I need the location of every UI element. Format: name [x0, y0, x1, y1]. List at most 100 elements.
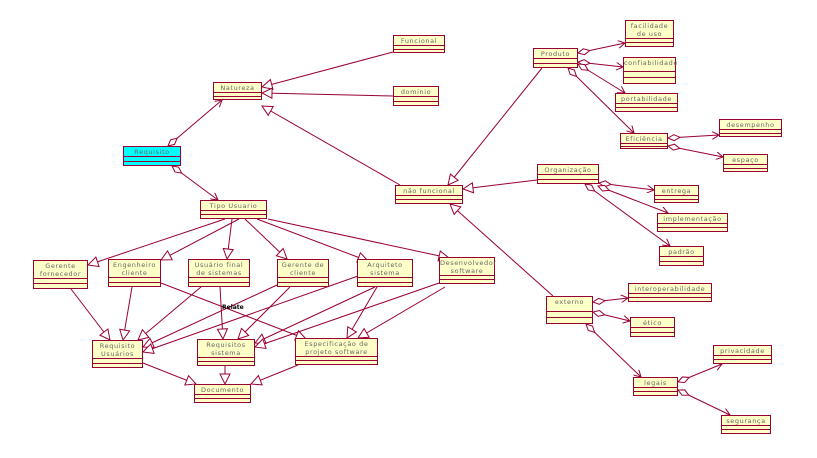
aggregation-edge[interactable] [678, 390, 730, 415]
generalization-edge[interactable] [160, 282, 306, 339]
aggregation-edge[interactable] [668, 146, 723, 157]
class-name: Eficiência [625, 135, 663, 143]
operations-compartment [394, 48, 444, 53]
aggregation-edge[interactable] [599, 183, 654, 190]
class-name: Requisitos sistema [206, 341, 246, 357]
generalization-edge[interactable] [161, 218, 240, 260]
class-requisito[interactable]: Requisito [123, 146, 181, 166]
attributes-compartment [358, 277, 412, 282]
operations-compartment [201, 214, 266, 218]
aggregation-edge[interactable] [585, 184, 670, 246]
class-produto[interactable]: Produto [533, 48, 578, 68]
operations-compartment [189, 281, 249, 287]
attributes-compartment [714, 355, 771, 359]
class-name: Gerente de cliente [281, 261, 325, 277]
aggregation-edge[interactable] [168, 100, 222, 146]
class-etico[interactable]: ético [630, 317, 675, 337]
class-dominio[interactable]: dominio [393, 86, 439, 106]
generalization-edge[interactable] [88, 218, 226, 265]
generalization-edge[interactable] [220, 286, 223, 339]
aggregation-edge[interactable] [578, 64, 625, 93]
generalization-edge[interactable] [142, 362, 196, 384]
generalization-edge[interactable] [347, 286, 378, 338]
class-tipo-usuario[interactable]: Tipo Usuario [200, 200, 267, 219]
class-name: Produto [540, 50, 571, 58]
class-entrega[interactable]: entrega [654, 185, 699, 203]
generalization-edge[interactable] [123, 286, 133, 340]
class-arquiteto[interactable]: Arquiteto sistema [357, 259, 413, 287]
class-gerente-fornecedor[interactable]: Gerente fornecedor [33, 260, 88, 289]
generalization-edge[interactable] [143, 284, 278, 347]
aggregation-edge[interactable] [172, 166, 218, 200]
attributes-compartment [534, 58, 577, 63]
generalization-edge[interactable] [227, 218, 232, 259]
class-organizacao[interactable]: Organização [537, 164, 599, 184]
generalization-edge[interactable] [255, 286, 376, 343]
class-facilidade[interactable]: facilidade de uso [625, 20, 674, 47]
class-portabilidade[interactable]: portabilidade [615, 93, 678, 112]
generalization-edge[interactable] [70, 288, 110, 340]
generalization-edge[interactable] [358, 286, 446, 338]
class-privacidade[interactable]: privacidade [713, 345, 772, 364]
class-nao-funcional[interactable]: não funcional [395, 185, 463, 204]
class-name: confiabilidade [624, 59, 678, 67]
generalization-edge[interactable] [143, 275, 359, 352]
class-desempenho[interactable]: desempenho [719, 119, 782, 137]
aggregation-edge[interactable] [593, 312, 630, 321]
generalization-edge[interactable] [262, 51, 394, 87]
generalization-edge[interactable] [251, 364, 299, 384]
aggregation-edge[interactable] [578, 62, 623, 67]
class-seguranca[interactable]: segurança [721, 415, 771, 434]
class-interoperabilidade[interactable]: interoperabilidade [628, 283, 712, 302]
generalization-edge[interactable] [238, 286, 291, 339]
aggregation-edge[interactable] [586, 324, 641, 377]
class-eficiencia[interactable]: Eficiência [620, 133, 668, 149]
aggregation-edge[interactable] [668, 135, 719, 138]
generalization-edge[interactable] [262, 93, 394, 96]
class-name: não funcional [403, 187, 455, 195]
aggregation-edge[interactable] [593, 298, 628, 302]
operations-compartment [440, 279, 494, 283]
generalization-edge[interactable] [448, 67, 543, 185]
class-req-usuarios[interactable]: Requisito Usuários [92, 340, 143, 368]
operations-compartment [724, 167, 767, 172]
class-gerente-cliente[interactable]: Gerente de cliente [277, 259, 329, 287]
operations-compartment [629, 297, 711, 301]
generalization-edge[interactable] [450, 204, 554, 297]
class-natureza[interactable]: Natureza [213, 82, 262, 100]
class-name: Engenheiro cliente [113, 261, 156, 277]
operations-compartment [621, 145, 667, 149]
generalization-edge[interactable] [138, 286, 202, 340]
aggregation-edge[interactable] [678, 364, 722, 382]
class-desenvolvedor[interactable]: Desenvolvedor software [439, 257, 496, 284]
class-especificacao[interactable]: Especificação de projeto software [295, 338, 378, 365]
generalization-edge[interactable] [255, 282, 440, 347]
class-usuario-final[interactable]: Usuário final de sistemas [188, 259, 250, 287]
class-externo[interactable]: externo [546, 296, 593, 324]
generalization-edge[interactable] [244, 218, 287, 259]
attributes-compartment [629, 293, 711, 297]
class-documento[interactable]: Documento [194, 384, 251, 403]
aggregation-edge[interactable] [568, 68, 634, 133]
class-req-sistema[interactable]: Requisitos sistema [197, 339, 255, 366]
attributes-compartment [658, 223, 727, 227]
class-engenheiro-cliente[interactable]: Engenheiro cliente [108, 259, 161, 287]
class-funcional[interactable]: Funcional [393, 35, 445, 53]
class-espaco[interactable]: espaço [723, 154, 768, 172]
generalization-edge[interactable] [267, 218, 449, 258]
class-implementacao[interactable]: implementação [657, 213, 728, 232]
class-legais[interactable]: legais [633, 377, 678, 396]
attributes-compartment [198, 357, 254, 361]
generalization-edge[interactable] [463, 179, 538, 189]
class-name: Documento [200, 386, 245, 394]
generalization-edge[interactable] [262, 106, 401, 186]
class-name: padrão [668, 248, 695, 256]
class-name: desempenho [726, 121, 775, 129]
class-confiabilidade[interactable]: confiabilidade [623, 57, 678, 84]
operations-compartment [660, 260, 703, 266]
class-padrao[interactable]: padrão [659, 246, 704, 266]
generalization-edge[interactable] [256, 218, 368, 261]
aggregation-edge[interactable] [578, 43, 625, 53]
